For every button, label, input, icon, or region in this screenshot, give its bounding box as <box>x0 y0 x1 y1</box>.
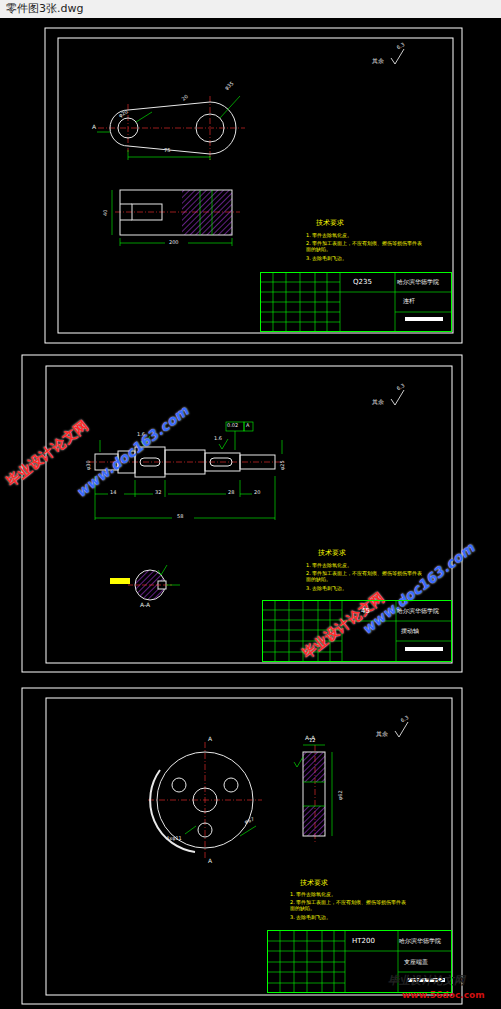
sheet-frames <box>22 28 462 1004</box>
part-name: 摆动轴 <box>401 628 419 635</box>
note-item: 2. 零件加工表面上，不应有划痕、擦伤等损伤零件表面的缺陷。 <box>290 900 410 911</box>
dimension: φ30 <box>86 460 92 470</box>
roughness-note: 其余 <box>376 731 388 738</box>
link-part <box>97 96 245 246</box>
dimension: 4xφ11 <box>166 836 182 842</box>
title-bar <box>0 0 501 18</box>
note-heading: 技术要求 <box>316 220 344 228</box>
roughness-note: 其余 <box>372 399 384 406</box>
section-mark: A <box>92 124 96 131</box>
note-item: 2. 零件加工表面上，不应有划痕、擦伤等损伤零件表面的缺陷。 <box>306 241 426 252</box>
note-item: 3. 去除毛刺飞边。 <box>306 586 347 592</box>
dimension: 20 <box>254 490 260 496</box>
note-heading: 技术要求 <box>318 550 346 558</box>
note-item: 1. 零件去除氧化皮。 <box>306 233 352 239</box>
dimension: 40 <box>103 210 109 216</box>
dimension: φ20 <box>118 109 129 119</box>
dimension: 28 <box>228 490 234 496</box>
watermark: 毕业设计论文网 <box>4 418 91 490</box>
file-title: 零件图3张.dwg <box>6 3 83 15</box>
material: Q235 <box>353 279 372 287</box>
watermark: www.doc163.com <box>74 403 192 500</box>
title-block: HT200 哈尔滨华德学院支座端盖 <box>267 930 452 993</box>
material: 45 <box>361 608 370 616</box>
note-heading: 技术要求 <box>300 880 328 888</box>
dimension: 20 <box>181 94 189 102</box>
dimension: φ35 <box>224 81 235 91</box>
tolerance-value: 0.02 <box>227 423 238 429</box>
watermark: 毕业设计论文网 <box>388 975 465 987</box>
shaft-part <box>88 422 285 600</box>
section-mark: A <box>208 736 212 743</box>
part-name: 连杆 <box>403 298 415 305</box>
datum-letter: A <box>246 423 249 429</box>
title-block-grid <box>260 272 452 993</box>
title-block-bars <box>405 317 445 982</box>
title-block: 45 哈尔滨华德学院摆动轴 <box>262 600 452 662</box>
school-name: 哈尔滨华德学院 <box>397 608 439 615</box>
dimension: φ62 <box>338 790 344 800</box>
dimension: 12 <box>309 738 315 744</box>
material: HT200 <box>352 938 375 946</box>
roughness-note: 其余 <box>372 58 384 65</box>
school-name: 哈尔滨华德学院 <box>399 938 441 945</box>
dimension: 58 <box>177 514 183 520</box>
watermark: www.doc163.com <box>360 540 478 637</box>
school-name: 哈尔滨华德学院 <box>397 279 439 286</box>
dimension: 32 <box>155 490 161 496</box>
flange-part <box>148 742 332 860</box>
note-item: 2. 零件加工表面上，不应有划痕、擦伤等损伤零件表面的缺陷。 <box>306 571 426 582</box>
title-block: Q235 哈尔滨华德学院连杆 <box>260 272 452 332</box>
dimension: φ25 <box>280 460 286 470</box>
roughness-value: 1.6 <box>214 436 222 442</box>
note-item: 3. 去除毛刺飞边。 <box>290 915 331 921</box>
dimension: 200 <box>169 240 179 246</box>
note-item: 1. 零件去除氧化皮。 <box>290 892 336 898</box>
part-name: 支座端盖 <box>404 959 428 966</box>
section-mark: A-A <box>140 602 150 609</box>
note-item: 1. 零件去除氧化皮。 <box>306 563 352 569</box>
note-item: 3. 去除毛刺飞边。 <box>306 256 347 262</box>
dimension: 75 <box>164 148 170 154</box>
dimension: 14 <box>110 490 116 496</box>
dimension: φ67 <box>244 817 255 825</box>
section-mark: A <box>208 858 212 865</box>
